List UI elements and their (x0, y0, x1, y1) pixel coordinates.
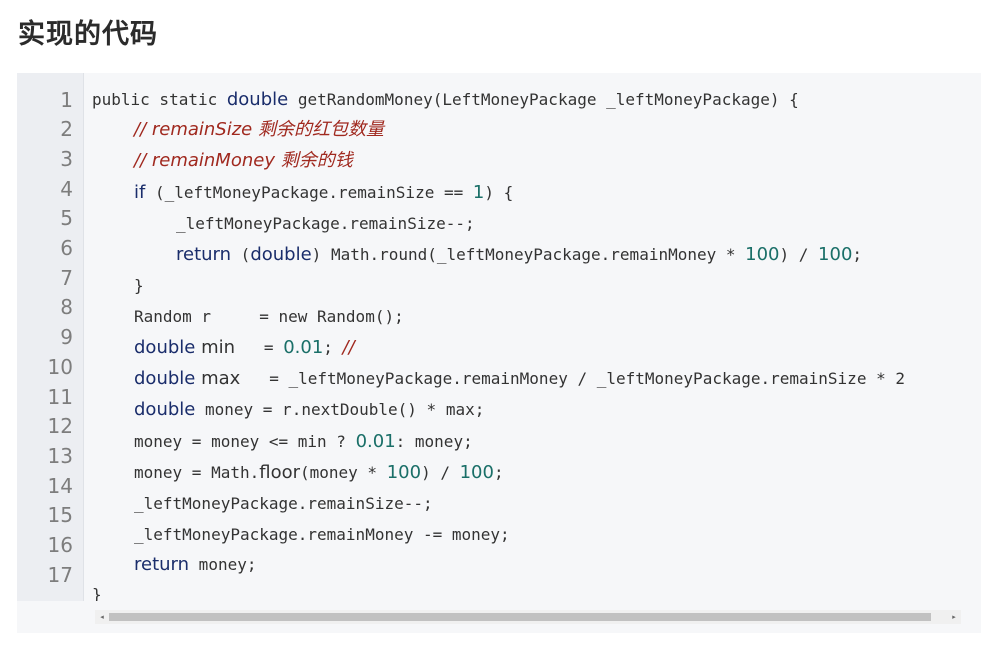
code-line: public static double getRandomMoney(Left… (92, 90, 799, 110)
code-area[interactable]: public static double getRandomMoney(Left… (92, 73, 962, 602)
code-block[interactable]: 1 2 3 4 5 6 7 8 9 10 11 12 13 14 15 16 1… (17, 73, 981, 633)
code-line: double max = _leftMoneyPackage.remainMon… (134, 369, 905, 389)
code-text: money = money <= min ? (134, 432, 356, 451)
line-number: 9 (60, 325, 73, 349)
keyword: double (250, 244, 312, 265)
code-text: = (235, 338, 284, 357)
keyword: double (134, 337, 196, 358)
code-text: } (92, 585, 102, 601)
horizontal-scrollbar[interactable]: ◂ ▸ (95, 610, 961, 624)
code-text: Random r = new Random(); (134, 307, 404, 326)
code-line: money = Math.floor(money * 100) / 100; (134, 463, 504, 483)
line-number: 2 (60, 117, 73, 141)
number: 0.01 (283, 337, 324, 358)
code-line: return money; (134, 555, 256, 575)
code-text: money = r.nextDouble() * max; (195, 400, 485, 419)
line-number-gutter: 1 2 3 4 5 6 7 8 9 10 11 12 13 14 15 16 1… (17, 73, 84, 601)
line-number: 17 (47, 563, 73, 587)
code-text: _leftMoneyPackage.remainSize--; (176, 214, 475, 233)
code-text: : money; (395, 432, 473, 451)
line-number: 7 (60, 266, 73, 290)
line-number: 15 (47, 503, 73, 527)
code-text: ; (493, 463, 504, 482)
code-line: _leftMoneyPackage.remainSize--; (134, 494, 433, 514)
code-text: (_leftMoneyPackage.remainSize == (145, 183, 473, 202)
code-text: ) { (484, 183, 514, 202)
keyword: return (176, 244, 232, 265)
scrollbar-thumb[interactable] (109, 613, 931, 621)
number: 100 (745, 244, 780, 265)
line-number: 16 (47, 533, 73, 557)
code-text: ; (323, 338, 343, 357)
code-line: double min = 0.01; // (134, 338, 355, 358)
keyword: return (134, 554, 190, 575)
code-text: money = Math. (134, 463, 260, 482)
code-line: if (_leftMoneyPackage.remainSize == 1) { (134, 183, 513, 203)
line-number: 14 (47, 474, 73, 498)
code-line: } (134, 276, 144, 296)
line-number: 8 (60, 295, 73, 319)
code-text: ) / (421, 463, 460, 482)
identifier: min (195, 337, 236, 358)
line-number: 1 (60, 88, 73, 112)
code-text: = _leftMoneyPackage.remainMoney / _leftM… (240, 369, 905, 388)
code-text: } (134, 276, 144, 295)
line-number: 13 (47, 444, 73, 468)
code-text: _leftMoneyPackage.remainMoney -= money; (134, 525, 510, 544)
line-number: 4 (60, 177, 73, 201)
number: 1 (472, 182, 485, 203)
line-number: 11 (47, 385, 73, 409)
code-line: Random r = new Random(); (134, 307, 404, 327)
scroll-right-icon[interactable]: ▸ (952, 613, 956, 621)
code-line: money = money <= min ? 0.01: money; (134, 432, 473, 452)
line-number: 6 (60, 236, 73, 260)
line-number: 10 (47, 355, 73, 379)
comment: // (342, 337, 355, 358)
code-text: public static (92, 90, 227, 109)
code-text: getRandomMoney(LeftMoneyPackage _leftMon… (288, 90, 799, 109)
number: 100 (459, 462, 494, 483)
code-text: ) Math.round(_leftMoneyPackage.remainMon… (311, 245, 746, 264)
scroll-left-icon[interactable]: ◂ (100, 613, 104, 621)
line-number: 12 (47, 414, 73, 438)
number: 100 (386, 462, 422, 483)
keyword: double (226, 89, 289, 110)
code-text: ) / (779, 245, 819, 264)
code-text: _leftMoneyPackage.remainSize--; (134, 494, 433, 513)
code-line: return (double) Math.round(_leftMoneyPac… (176, 245, 862, 265)
code-line: // remainSize 剩余的红包数量 (134, 120, 384, 140)
code-line: _leftMoneyPackage.remainSize--; (176, 214, 475, 234)
code-line: // remainMoney 剩余的钱 (134, 151, 353, 171)
comment: // remainMoney 剩余的钱 (134, 150, 353, 171)
code-line: } (92, 585, 102, 601)
keyword: if (134, 182, 146, 203)
code-line: double money = r.nextDouble() * max; (134, 400, 484, 420)
keyword: double (134, 368, 196, 389)
line-number: 5 (60, 206, 73, 230)
page-title: 实现的代码 (18, 19, 158, 50)
code-text: (money * (300, 463, 387, 482)
code-text: ; (852, 245, 863, 264)
comment: // remainSize 剩余的红包数量 (134, 119, 384, 140)
line-number: 3 (60, 147, 73, 171)
keyword: double (134, 399, 196, 420)
code-text: money; (189, 555, 257, 574)
code-text: ( (231, 245, 251, 264)
number: 100 (818, 244, 853, 265)
number: 0.01 (355, 431, 396, 452)
code-line: _leftMoneyPackage.remainMoney -= money; (134, 525, 510, 545)
identifier: floor (259, 462, 300, 483)
identifier: max (195, 368, 241, 389)
